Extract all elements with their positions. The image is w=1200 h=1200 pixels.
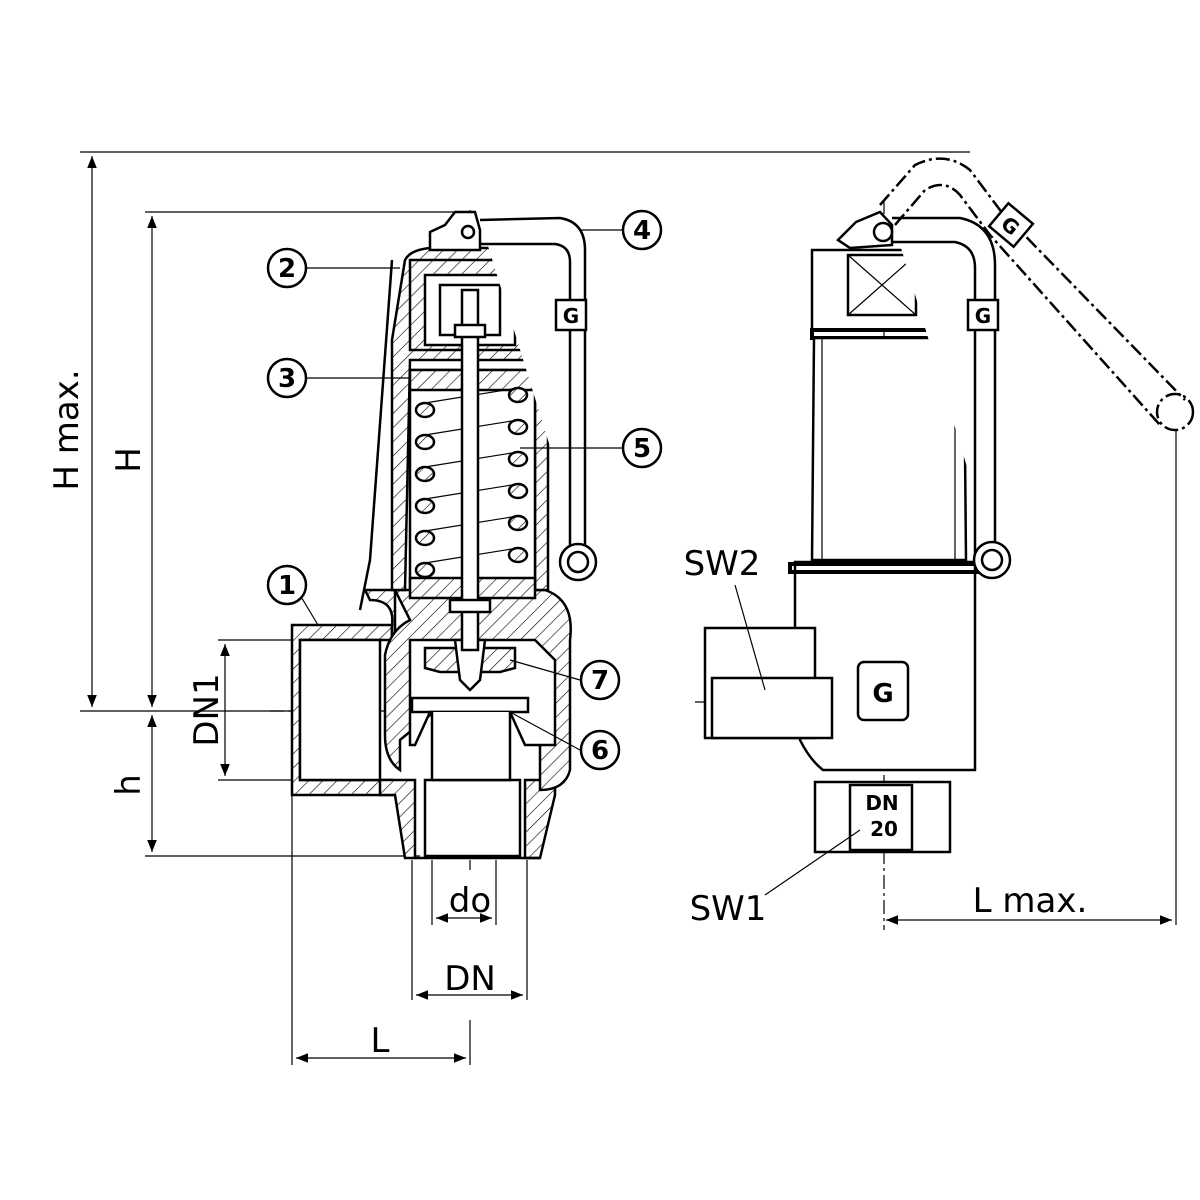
callout-circle-6 — [579, 729, 621, 771]
callout-7: 7 — [591, 666, 609, 696]
callouts: 1 2 3 4 5 7 6 — [266, 209, 663, 771]
callout-5: 5 — [633, 434, 651, 464]
callout-4: 4 — [633, 216, 651, 246]
callout-1: 1 — [278, 571, 296, 601]
callout-circle-3 — [266, 357, 308, 399]
callout-6: 6 — [591, 736, 609, 766]
dimension-labels: H max. H h DN1 do DN L L max. SW2 SW1 — [47, 369, 1087, 1061]
dim-sw1: SW1 — [690, 889, 767, 929]
dim-dn1: DN1 — [187, 673, 227, 746]
body-logo: G — [872, 679, 893, 709]
dim-h: H — [109, 447, 149, 473]
valve-side-view: G DN 20 G G — [695, 157, 1195, 930]
callout-2: 2 — [278, 254, 296, 284]
callout-circle-1 — [266, 564, 308, 606]
callout-circle-2 — [266, 247, 308, 289]
marking-dn-label: DN — [865, 791, 898, 815]
marking-dn-value: 20 — [870, 817, 898, 841]
lever-logo: G — [563, 304, 579, 328]
valve-section-view: G — [270, 210, 598, 870]
dimension-lines — [80, 151, 1177, 1065]
callout-3: 3 — [278, 364, 296, 394]
dim-h-small: h — [109, 774, 149, 796]
callout-circle-4 — [621, 209, 663, 251]
dim-h-max: H max. — [47, 369, 87, 490]
callout-circle-7 — [579, 659, 621, 701]
dim-dn: DN — [444, 959, 496, 999]
side-lever-logo: G — [975, 304, 991, 328]
callout-circle-5 — [621, 427, 663, 469]
dim-do: do — [449, 881, 491, 921]
dim-l-max: L max. — [973, 881, 1088, 921]
dim-sw2: SW2 — [684, 544, 761, 584]
dim-l: L — [371, 1021, 390, 1061]
